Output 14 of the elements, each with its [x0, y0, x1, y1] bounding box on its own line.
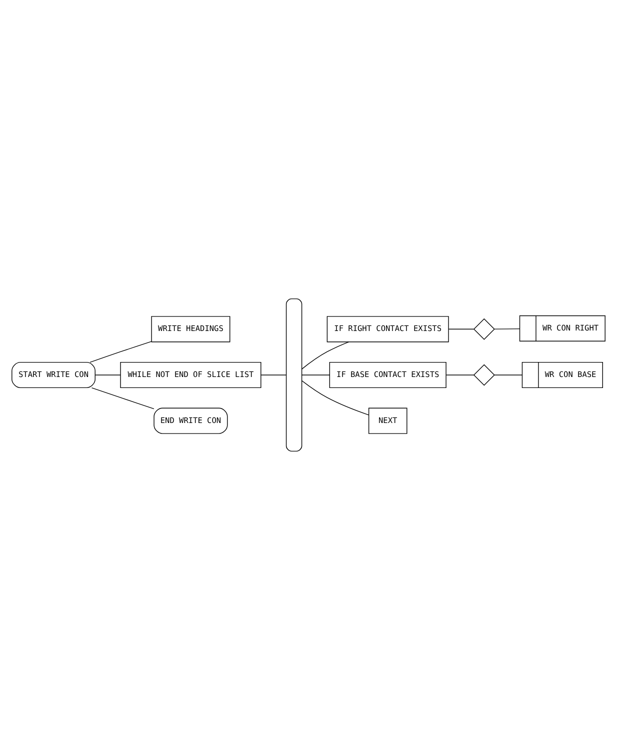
- node-diamond: [473, 364, 495, 386]
- connector: [302, 341, 350, 369]
- connector: [494, 328, 520, 329]
- node-diamond: [473, 318, 495, 340]
- connector: [302, 374, 330, 375]
- connector: [446, 374, 474, 375]
- connector: [448, 328, 474, 329]
- connector: [302, 380, 369, 415]
- node-bar: [286, 298, 302, 452]
- connector: [94, 374, 121, 375]
- connector: [260, 374, 287, 375]
- connector: [494, 374, 522, 375]
- connector: [91, 386, 154, 409]
- connector: [90, 340, 152, 362]
